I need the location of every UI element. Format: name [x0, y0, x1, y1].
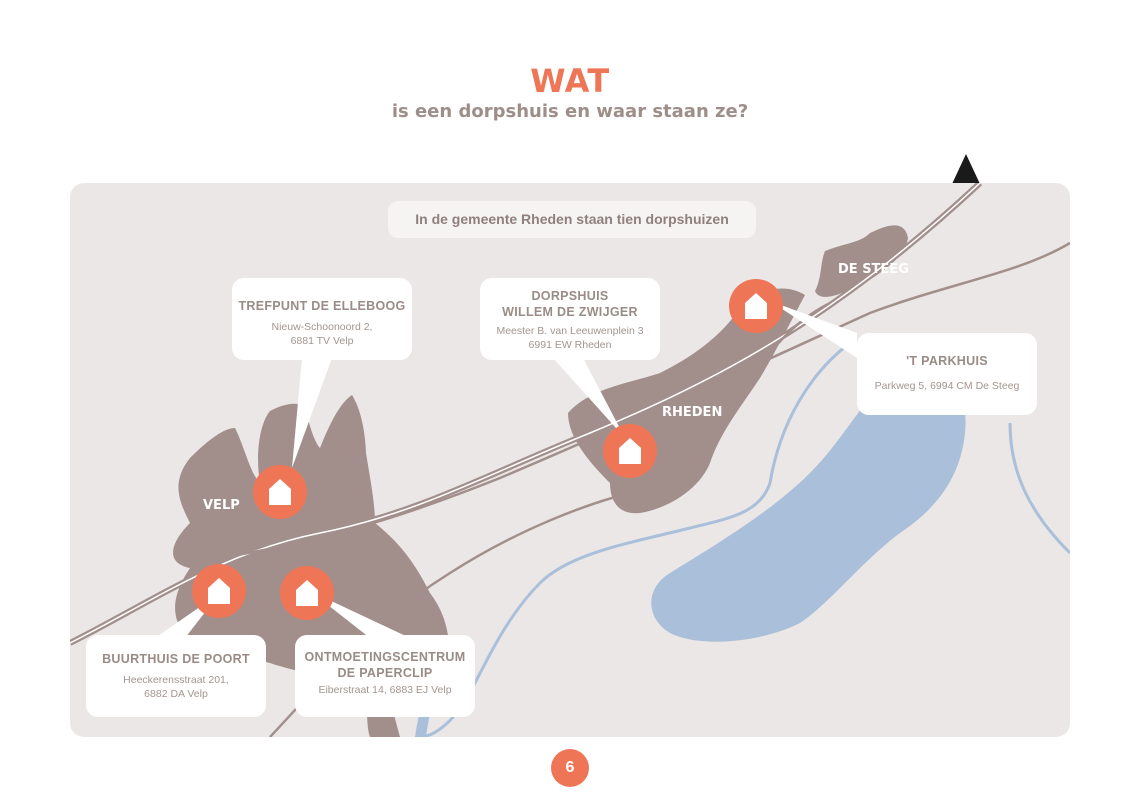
callout-address: 6881 TV Velp — [290, 335, 354, 347]
callout-paperclip: ONTMOETINGSCENTRUM DE PAPERCLIP Eiberstr… — [295, 635, 475, 717]
pointer-parkhuis — [770, 301, 857, 358]
pointer-elleboog — [292, 358, 332, 468]
lake — [651, 361, 966, 642]
callout-zwijger: DORPSHUIS WILLEM DE ZWIJGER Meester B. v… — [480, 278, 660, 360]
callout-name: BUURTHUIS DE POORT — [102, 652, 250, 666]
north-arrow-icon — [952, 154, 980, 184]
house-icon — [296, 580, 318, 606]
marker-elleboog[interactable] — [253, 465, 307, 519]
callout-pointers — [155, 301, 857, 638]
callout-elleboog: TREFPUNT DE ELLEBOOG Nieuw-Schoonoord 2,… — [232, 278, 412, 360]
pointer-zwijger — [553, 358, 625, 438]
map-banner: In de gemeente Rheden staan tien dorpshu… — [388, 201, 756, 238]
house-icon — [269, 479, 291, 505]
callout-address: Parkweg 5, 6994 CM De Steeg — [874, 380, 1020, 392]
marker-parkhuis[interactable] — [729, 279, 783, 333]
town-desteeg — [815, 225, 908, 297]
pointer-paperclip — [310, 591, 410, 638]
page-subtitle: is een dorpshuis en waar staan ze? — [391, 101, 749, 122]
marker-zwijger[interactable] — [603, 424, 657, 478]
callout-address: 6882 DA Velp — [144, 688, 208, 700]
place-label-rheden: RHEDEN — [662, 405, 723, 420]
map: In de gemeente Rheden staan tien dorpshu… — [70, 183, 1070, 737]
house-icon — [745, 293, 767, 319]
marker-poort[interactable] — [192, 564, 246, 618]
river-right — [1008, 422, 1070, 555]
road-main — [189, 241, 1070, 565]
callout-name: DE PAPERCLIP — [337, 666, 433, 680]
page-number: 6 — [551, 749, 589, 787]
marker-paperclip[interactable] — [280, 566, 334, 620]
callout-name: TREFPUNT DE ELLEBOOG — [238, 299, 406, 313]
callout-name: ONTMOETINGSCENTRUM — [304, 650, 466, 664]
house-icon — [208, 578, 230, 604]
callout-name: 'T PARKHUIS — [906, 354, 988, 368]
house-icon — [619, 438, 641, 464]
callout-address: Nieuw-Schoonoord 2, — [271, 321, 373, 333]
place-label-desteeg: DE STEEG — [838, 262, 909, 277]
callout-address: Heeckerensstraat 201, — [123, 674, 229, 686]
callout-name: DORPSHUIS — [531, 289, 609, 303]
callout-name: WILLEM DE ZWIJGER — [502, 305, 638, 319]
callout-address: 6991 EW Rheden — [528, 339, 612, 351]
callout-parkhuis: 'T PARKHUIS Parkweg 5, 6994 CM De Steeg — [857, 333, 1037, 415]
page-title: WAT — [530, 62, 610, 100]
callout-address: Eiberstraat 14, 6883 EJ Velp — [318, 684, 452, 696]
callout-poort: BUURTHUIS DE POORT Heeckerensstraat 201,… — [86, 635, 266, 717]
callout-address: Meester B. van Leeuwenplein 3 — [496, 325, 644, 337]
place-label-velp: VELP — [203, 498, 240, 513]
